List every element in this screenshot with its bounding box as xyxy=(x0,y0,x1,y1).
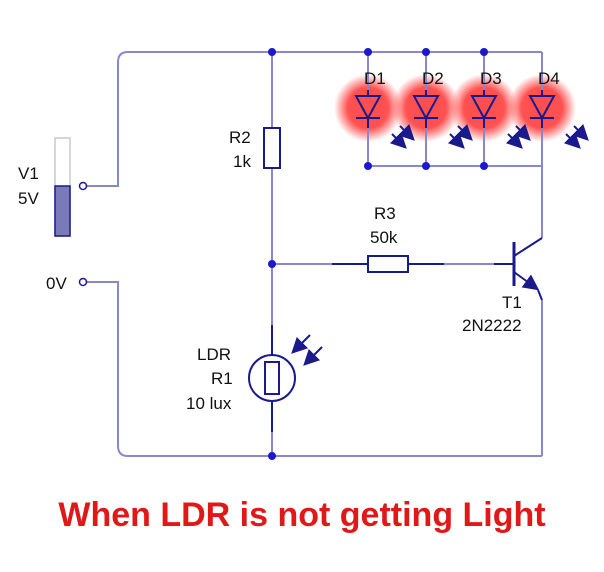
ldr-value: 10 lux xyxy=(186,394,232,413)
ldr-r1: LDR R1 10 lux xyxy=(186,325,323,432)
led-d4: D4 xyxy=(528,69,589,149)
transistor-name: T1 xyxy=(502,293,522,312)
ground-label: 0V xyxy=(46,274,67,293)
resistor-r2: R2 1k xyxy=(229,127,281,171)
transistor-t1: T1 2N2222 xyxy=(462,237,543,335)
led-d3-label: D3 xyxy=(480,69,502,88)
led-d1: D1 xyxy=(354,69,415,149)
wires xyxy=(86,51,543,457)
junction-dots xyxy=(268,48,488,460)
r2-value: 1k xyxy=(233,152,251,171)
ldr-type-label: LDR xyxy=(197,345,231,364)
r2-name: R2 xyxy=(229,128,251,147)
caption-text: When LDR is not getting Light xyxy=(58,496,546,534)
voltage-source-v1: V1 5V 0V xyxy=(18,137,88,293)
resistor-r3: R3 50k xyxy=(332,204,444,273)
led-d2: D2 xyxy=(412,69,473,149)
source-name: V1 xyxy=(18,164,39,183)
led-d3: D3 xyxy=(470,69,531,149)
r3-name: R3 xyxy=(374,204,396,223)
r3-value: 50k xyxy=(370,228,398,247)
led-d1-label: D1 xyxy=(364,69,386,88)
ldr-name: R1 xyxy=(211,369,233,388)
led-d4-label: D4 xyxy=(538,69,560,88)
led-d2-label: D2 xyxy=(422,69,444,88)
source-value: 5V xyxy=(18,189,39,208)
transistor-part: 2N2222 xyxy=(462,316,522,335)
